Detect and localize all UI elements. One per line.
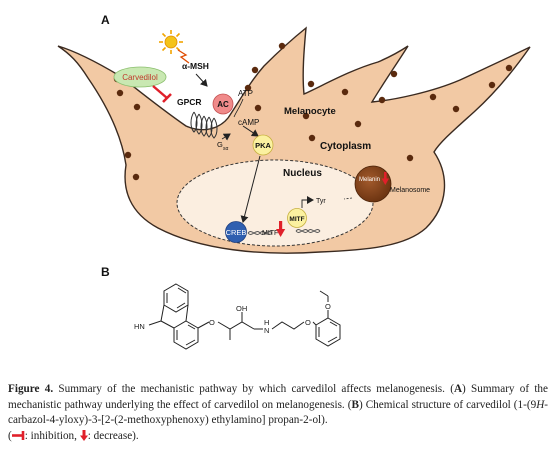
melanosome-label: Melanosome — [390, 187, 430, 194]
caption-intro: Summary of the mechanistic pathway by wh… — [58, 383, 454, 395]
caption-text-a: ) Summary of the mechanistic pathway und… — [8, 383, 548, 411]
caption-figure-label: Figure 4. — [8, 383, 54, 395]
dna-strand — [247, 229, 321, 235]
melanocyte-cell-body — [57, 26, 531, 254]
melanin-label: Melanin — [359, 177, 380, 183]
sun-icon — [159, 30, 190, 64]
decrease-arrow-icon — [276, 221, 286, 237]
atp-curve — [233, 98, 244, 118]
ac-label: AC — [217, 100, 229, 109]
mitf-protein-node — [287, 208, 307, 228]
legend-decrease-icon — [79, 429, 88, 441]
atp-label: ATP — [238, 89, 253, 98]
adenylyl-cyclase-node — [212, 93, 234, 115]
carvedilol-structure — [148, 283, 341, 350]
gs-to-ac-arrow — [221, 133, 231, 141]
melanosome-link — [343, 197, 353, 200]
mitf-to-tyr-arrow — [301, 196, 314, 208]
creb-node — [225, 221, 247, 243]
g-protein-label: G sα — [217, 140, 229, 152]
mitf-gene-label: MITF — [262, 230, 278, 237]
inhibition-symbol — [152, 85, 172, 103]
melanosome-large — [354, 165, 392, 203]
caption-italic-h: H — [536, 398, 545, 411]
caption-text-b2: -carbazol-4-yloxy)-3-[2-(2-methoxyphenox… — [8, 398, 549, 427]
pka-label: PKA — [255, 141, 271, 150]
legend-inhibition-icon — [11, 430, 25, 440]
svg-text:G: G — [217, 140, 223, 149]
mitf-protein-label: MITF — [289, 216, 304, 223]
nucleus-label: Nucleus — [283, 168, 322, 179]
caption-legend-inhibition: : inhibition, — [24, 429, 77, 442]
pka-node — [252, 134, 274, 156]
panel-a-label: A — [101, 13, 110, 27]
nucleus — [176, 159, 374, 247]
caption-legend-decrease: : decrease). — [87, 429, 139, 442]
atom-o-ether: O — [209, 318, 215, 327]
msh-to-gpcr-arrow — [195, 73, 208, 87]
panel-b-label: B — [101, 265, 110, 279]
caption-label-b: B — [351, 398, 359, 411]
pka-to-creb-arrow — [240, 155, 261, 223]
atom-o-aryl: O — [305, 318, 311, 327]
carvedilol-label: Carvedilol — [122, 73, 158, 82]
camp-label: cAMP — [238, 118, 259, 127]
melanin-decrease-arrow-icon — [381, 172, 389, 185]
atom-h-amine: H — [264, 318, 269, 327]
atom-o-methoxy: O — [325, 302, 331, 311]
melanosome-dots — [113, 42, 513, 181]
atom-n: N — [264, 326, 269, 335]
creb-label: CREB — [226, 228, 247, 237]
figure-caption: Figure 4. Summary of the mechanistic pat… — [8, 382, 548, 444]
alpha-msh-label: α-MSH — [182, 61, 209, 71]
atom-nh: HN — [134, 322, 145, 331]
tyr-label: Tyr — [316, 198, 326, 205]
carvedilol-badge — [113, 66, 167, 88]
caption-legend-open: ( — [8, 429, 12, 442]
gpcr-label: GPCR — [177, 97, 202, 107]
melanocyte-label: Melanocyte — [284, 106, 336, 117]
gpcr-receptor-icon — [190, 111, 218, 139]
caption-text-b: ) Chemical structure of carvedilol (1-(9 — [358, 398, 537, 411]
camp-to-pka-arrow — [242, 125, 259, 137]
caption-label-a: A — [453, 383, 463, 395]
atom-oh: OH — [236, 304, 247, 313]
svg-text:sα: sα — [223, 146, 229, 152]
cytoplasm-label: Cytoplasm — [320, 141, 371, 152]
